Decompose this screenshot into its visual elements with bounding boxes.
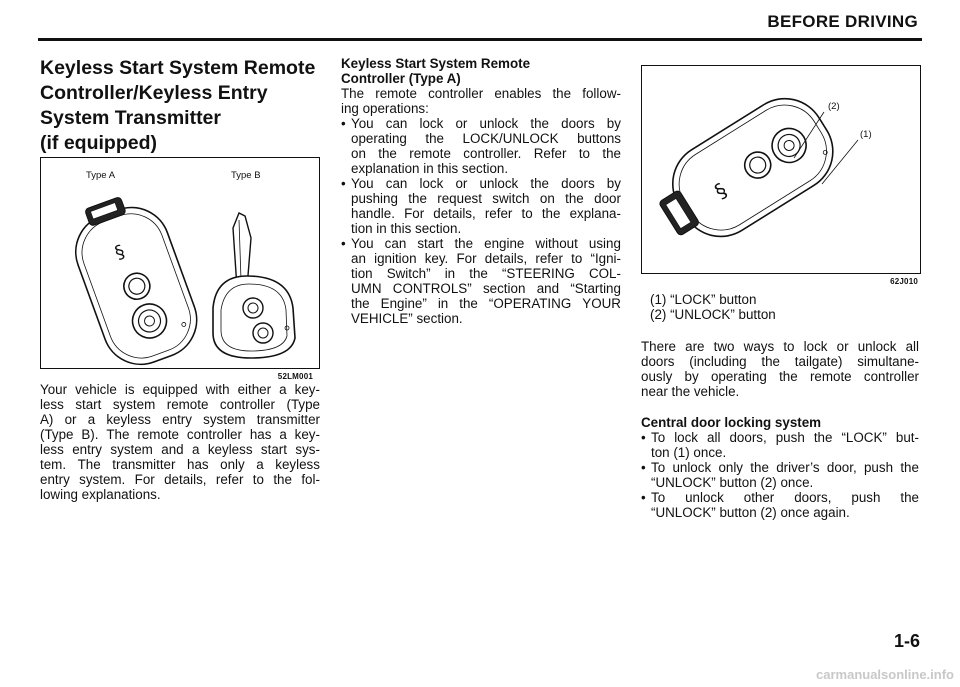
bullet-line: VEHICLE” section.	[351, 311, 463, 326]
figure-code: 62J010	[890, 277, 918, 286]
type-a-heading-line: Controller (Type A)	[341, 71, 461, 86]
bullet-marker: •	[641, 460, 646, 475]
callout-leader-1	[821, 139, 859, 185]
figure-captions: (1) “LOCK” button (2) “UNLOCK” button	[650, 292, 920, 322]
bullet-line: “UNLOCK” button (2) once.	[651, 475, 814, 490]
callout-leader-2	[793, 111, 825, 159]
callout-1-label: (1)	[860, 129, 872, 140]
bullet-marker: •	[341, 116, 346, 131]
type-a-label: Type A	[86, 170, 116, 181]
remote-buttons-figure: § (2) (1) 62J010	[641, 65, 921, 286]
bullet-line: tion in this section.	[351, 221, 462, 236]
header-rule	[38, 38, 922, 41]
bullet-line: ton (1) once.	[651, 445, 727, 460]
remote-buttons-illustration: §	[659, 97, 859, 238]
bullet-line: “UNLOCK” button (2) once again.	[651, 505, 850, 520]
bullet-marker: •	[341, 236, 346, 251]
section-title: Keyless Start System Remote Controller/K…	[40, 56, 340, 156]
caption-unlock: (2) “UNLOCK” button	[650, 307, 776, 322]
type-b-label: Type B	[231, 170, 261, 181]
paragraph-line: ing operations:	[341, 101, 429, 116]
section-title-line: Keyless Start System Remote	[40, 57, 316, 79]
remote-drawing: §	[659, 97, 834, 238]
bullet-marker: •	[341, 176, 346, 191]
bullet-marker: •	[641, 490, 646, 505]
figure-code: 52LM001	[277, 372, 313, 381]
page-number: 1-6	[893, 631, 920, 651]
type-b-key-drawing	[212, 212, 296, 359]
key-types-figure: Type A Type B § 52LM0	[40, 157, 320, 381]
key-types-illustration: §	[74, 197, 296, 366]
section-title-line: System Transmitter	[40, 107, 221, 129]
bullet-line: explanation in this section.	[351, 161, 509, 176]
callout-2-label: (2)	[828, 101, 840, 112]
section-title-line: Controller/Keyless Entry	[40, 82, 268, 104]
paragraph-line: lowing explanations.	[40, 487, 161, 502]
bullet-marker: •	[641, 430, 646, 445]
type-a-section: Keyless Start System Remote Controller (…	[341, 56, 621, 326]
watermark-text: carmanualsonline.info	[816, 667, 954, 682]
section-title-line: (if equipped)	[40, 132, 157, 154]
caption-lock: (1) “LOCK” button	[650, 292, 757, 307]
type-a-remote-drawing: §	[74, 197, 198, 366]
central-locking-heading: Central door locking system	[641, 415, 822, 430]
page-header-title: BEFORE DRIVING	[767, 12, 918, 31]
paragraph-line: near the vehicle.	[641, 384, 740, 399]
type-a-heading-line: Keyless Start System Remote	[341, 56, 531, 71]
